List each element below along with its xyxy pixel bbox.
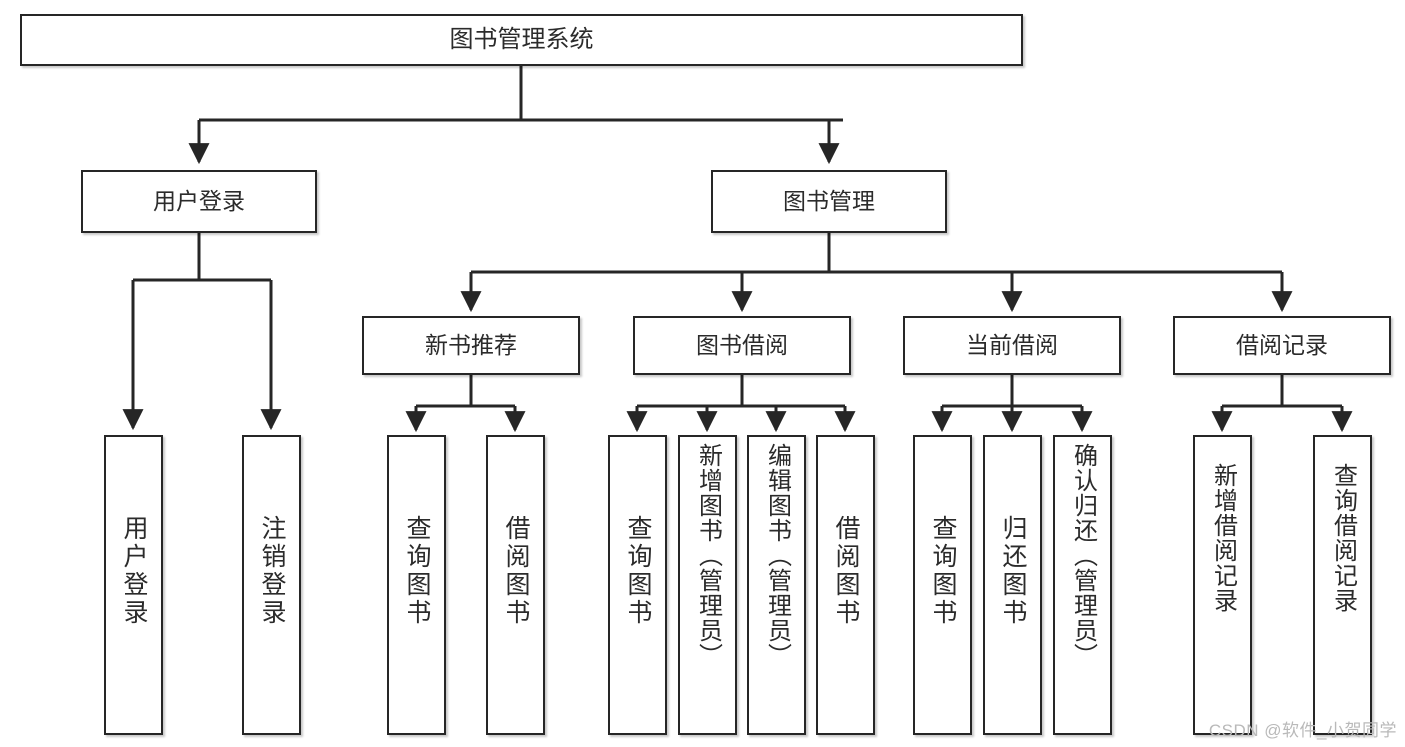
watermark-text: CSDN @软件_小贺同学: [1208, 721, 1397, 740]
leaf-add-borrow-record[interactable]: 新增借阅记录: [1193, 435, 1252, 735]
leaf-edit-book[interactable]: 编辑图书（管理员）: [747, 435, 806, 735]
node-label: 借阅图书: [502, 515, 530, 627]
node-label: 用户登录: [120, 515, 148, 627]
node-label: 注销登录: [258, 515, 286, 627]
node-book-borrow[interactable]: 图书借阅: [633, 316, 851, 375]
leaf-user-login[interactable]: 用户登录: [104, 435, 163, 735]
leaf-query-book-current[interactable]: 查询图书: [913, 435, 972, 735]
node-label: 图书管理系统: [449, 26, 594, 54]
node-label: 查询图书: [624, 515, 652, 627]
node-label: 借阅图书: [832, 515, 860, 627]
node-label: 图书管理: [783, 188, 875, 215]
node-label: 当前借阅: [966, 332, 1058, 359]
node-label: 查询借阅记录: [1329, 463, 1357, 613]
node-label: 归还图书: [999, 515, 1027, 627]
leaf-logout[interactable]: 注销登录: [242, 435, 301, 735]
node-label: 新书推荐: [425, 332, 517, 359]
node-new-book-recommend[interactable]: 新书推荐: [362, 316, 580, 375]
node-label: 借阅记录: [1236, 332, 1328, 359]
node-borrow-record[interactable]: 借阅记录: [1173, 316, 1391, 375]
node-label: 查询图书: [403, 515, 431, 627]
node-user-login[interactable]: 用户登录: [81, 170, 317, 233]
leaf-query-book-borrow[interactable]: 查询图书: [608, 435, 667, 735]
node-label: 确认归还（管理员）: [1069, 443, 1097, 668]
leaf-query-borrow-record[interactable]: 查询借阅记录: [1313, 435, 1372, 735]
node-label: 图书借阅: [696, 332, 788, 359]
node-label: 用户登录: [153, 188, 245, 215]
node-root-system[interactable]: 图书管理系统: [20, 14, 1023, 66]
node-label: 编辑图书（管理员）: [763, 443, 791, 668]
leaf-borrow-book-recommend[interactable]: 借阅图书: [486, 435, 545, 735]
leaf-confirm-return[interactable]: 确认归还（管理员）: [1053, 435, 1112, 735]
node-book-manage[interactable]: 图书管理: [711, 170, 947, 233]
node-label: 查询图书: [929, 515, 957, 627]
leaf-return-book[interactable]: 归还图书: [983, 435, 1042, 735]
leaf-query-book-recommend[interactable]: 查询图书: [387, 435, 446, 735]
leaf-add-book[interactable]: 新增图书（管理员）: [678, 435, 737, 735]
node-label: 新增图书（管理员）: [694, 443, 722, 668]
node-label: 新增借阅记录: [1209, 463, 1237, 613]
leaf-borrow-book[interactable]: 借阅图书: [816, 435, 875, 735]
node-current-borrow[interactable]: 当前借阅: [903, 316, 1121, 375]
